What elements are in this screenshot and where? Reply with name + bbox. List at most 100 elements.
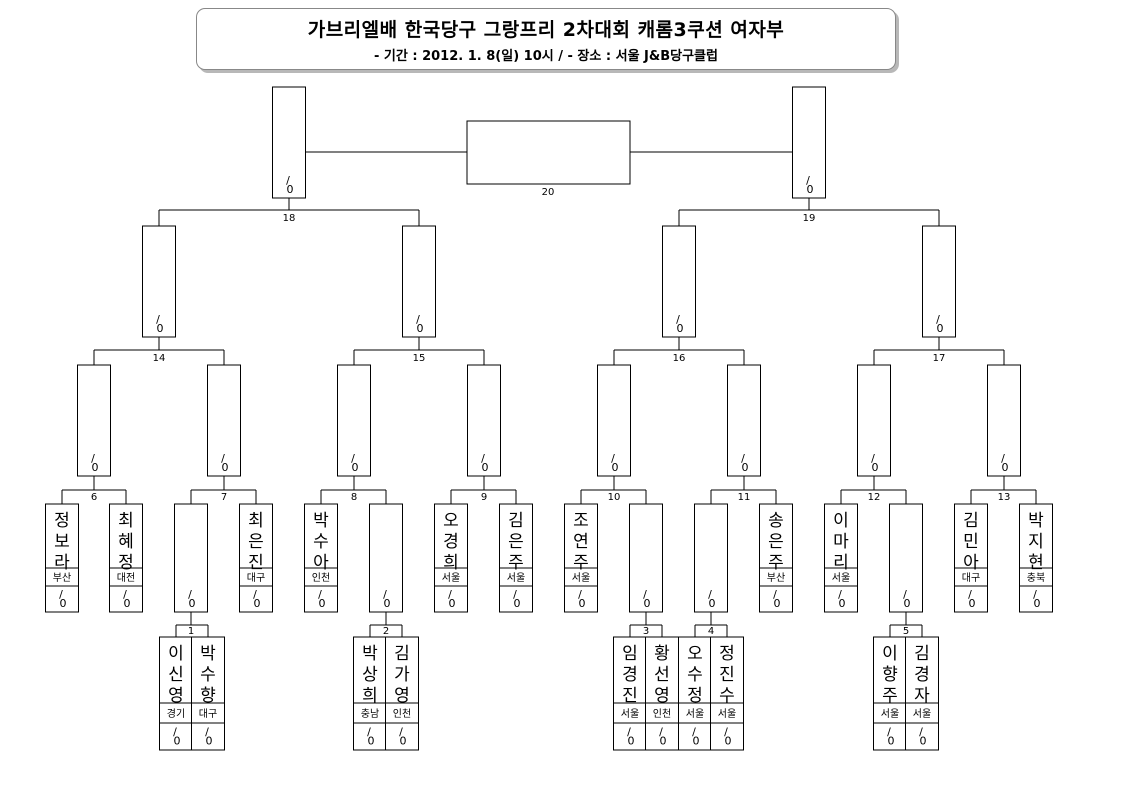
player-region: 서울 — [621, 708, 639, 720]
score-zero: 0 — [1034, 597, 1041, 610]
score-slash: / — [173, 726, 177, 739]
score-mark: /0 — [205, 726, 212, 748]
match-number-m9: 9 — [481, 492, 487, 503]
score-mark: /0 — [676, 313, 683, 335]
score-slash: / — [481, 452, 485, 465]
player-slot-frame — [304, 503, 338, 613]
score-zero: 0 — [189, 597, 196, 610]
score-zero: 0 — [579, 597, 586, 610]
player-region: 인천 — [393, 708, 411, 720]
player-region: 서울 — [881, 708, 899, 720]
tournament-schedule-venue: - 기간 : 2012. 1. 8(일) 10시 / - 장소 : 서울 J&B… — [374, 49, 718, 64]
score-slash: / — [1001, 452, 1005, 465]
score-slash: / — [936, 313, 940, 326]
score-zero: 0 — [92, 461, 99, 474]
match-number-m4: 4 — [708, 626, 714, 637]
score-mark: /0 — [416, 313, 423, 335]
score-mark: /0 — [383, 588, 390, 610]
match-number-m13: 13 — [998, 492, 1011, 503]
score-slash: / — [351, 452, 355, 465]
winner-slot — [987, 364, 1021, 477]
score-mark: /0 — [741, 452, 748, 474]
score-zero: 0 — [839, 597, 846, 610]
score-slash: / — [919, 726, 923, 739]
player-slot-frame — [645, 636, 679, 751]
score-slash: / — [253, 588, 257, 601]
player-slot-frame — [905, 636, 939, 751]
winner-slot — [467, 364, 501, 477]
score-slash: / — [59, 588, 63, 601]
score-mark: /0 — [1033, 588, 1040, 610]
score-zero: 0 — [174, 735, 181, 748]
score-zero: 0 — [352, 461, 359, 474]
score-mark: /0 — [708, 588, 715, 610]
player-slot-frame — [564, 503, 598, 613]
winner-slot — [337, 364, 371, 477]
player-slot-empty — [369, 503, 403, 613]
score-zero: 0 — [514, 597, 521, 610]
player-slot-frame — [109, 503, 143, 613]
score-mark: /0 — [253, 588, 260, 610]
score-slash: / — [871, 452, 875, 465]
player-slot-frame — [499, 503, 533, 613]
player-region: 인천 — [653, 708, 671, 720]
score-zero: 0 — [254, 597, 261, 610]
score-mark: /0 — [123, 588, 130, 610]
player-region: 서울 — [572, 572, 590, 584]
winner-slot — [402, 225, 436, 338]
score-slash: / — [416, 313, 420, 326]
score-mark: /0 — [643, 588, 650, 610]
score-zero: 0 — [417, 322, 424, 335]
score-mark: /0 — [448, 588, 455, 610]
winner-slot — [207, 364, 241, 477]
player-region: 서울 — [442, 572, 460, 584]
winner-slot — [792, 86, 826, 199]
score-mark: /0 — [318, 588, 325, 610]
score-mark: /0 — [724, 726, 731, 748]
score-slash: / — [367, 726, 371, 739]
score-slash: / — [968, 588, 972, 601]
tournament-header: 가브리엘배 한국당구 그랑프리 2차대회 캐롬3쿠션 여자부 - 기간 : 20… — [196, 8, 896, 70]
match-number-m11: 11 — [738, 492, 751, 503]
player-slot-frame — [710, 636, 744, 751]
winner-slot — [662, 225, 696, 338]
score-zero: 0 — [482, 461, 489, 474]
score-zero: 0 — [677, 322, 684, 335]
match-number-m18: 18 — [283, 213, 296, 224]
player-region: 서울 — [686, 708, 704, 720]
score-mark: /0 — [221, 452, 228, 474]
player-slot-frame — [824, 503, 858, 613]
score-slash: / — [903, 588, 907, 601]
match-number-m7: 7 — [221, 492, 227, 503]
score-slash: / — [806, 174, 810, 187]
score-mark: /0 — [91, 452, 98, 474]
score-zero: 0 — [124, 597, 131, 610]
score-zero: 0 — [157, 322, 164, 335]
score-slash: / — [513, 588, 517, 601]
match-number-m15: 15 — [413, 353, 426, 364]
score-slash: / — [741, 452, 745, 465]
player-region: 서울 — [718, 708, 736, 720]
score-zero: 0 — [709, 597, 716, 610]
score-zero: 0 — [287, 183, 294, 196]
score-slash: / — [221, 452, 225, 465]
score-zero: 0 — [206, 735, 213, 748]
score-slash: / — [773, 588, 777, 601]
